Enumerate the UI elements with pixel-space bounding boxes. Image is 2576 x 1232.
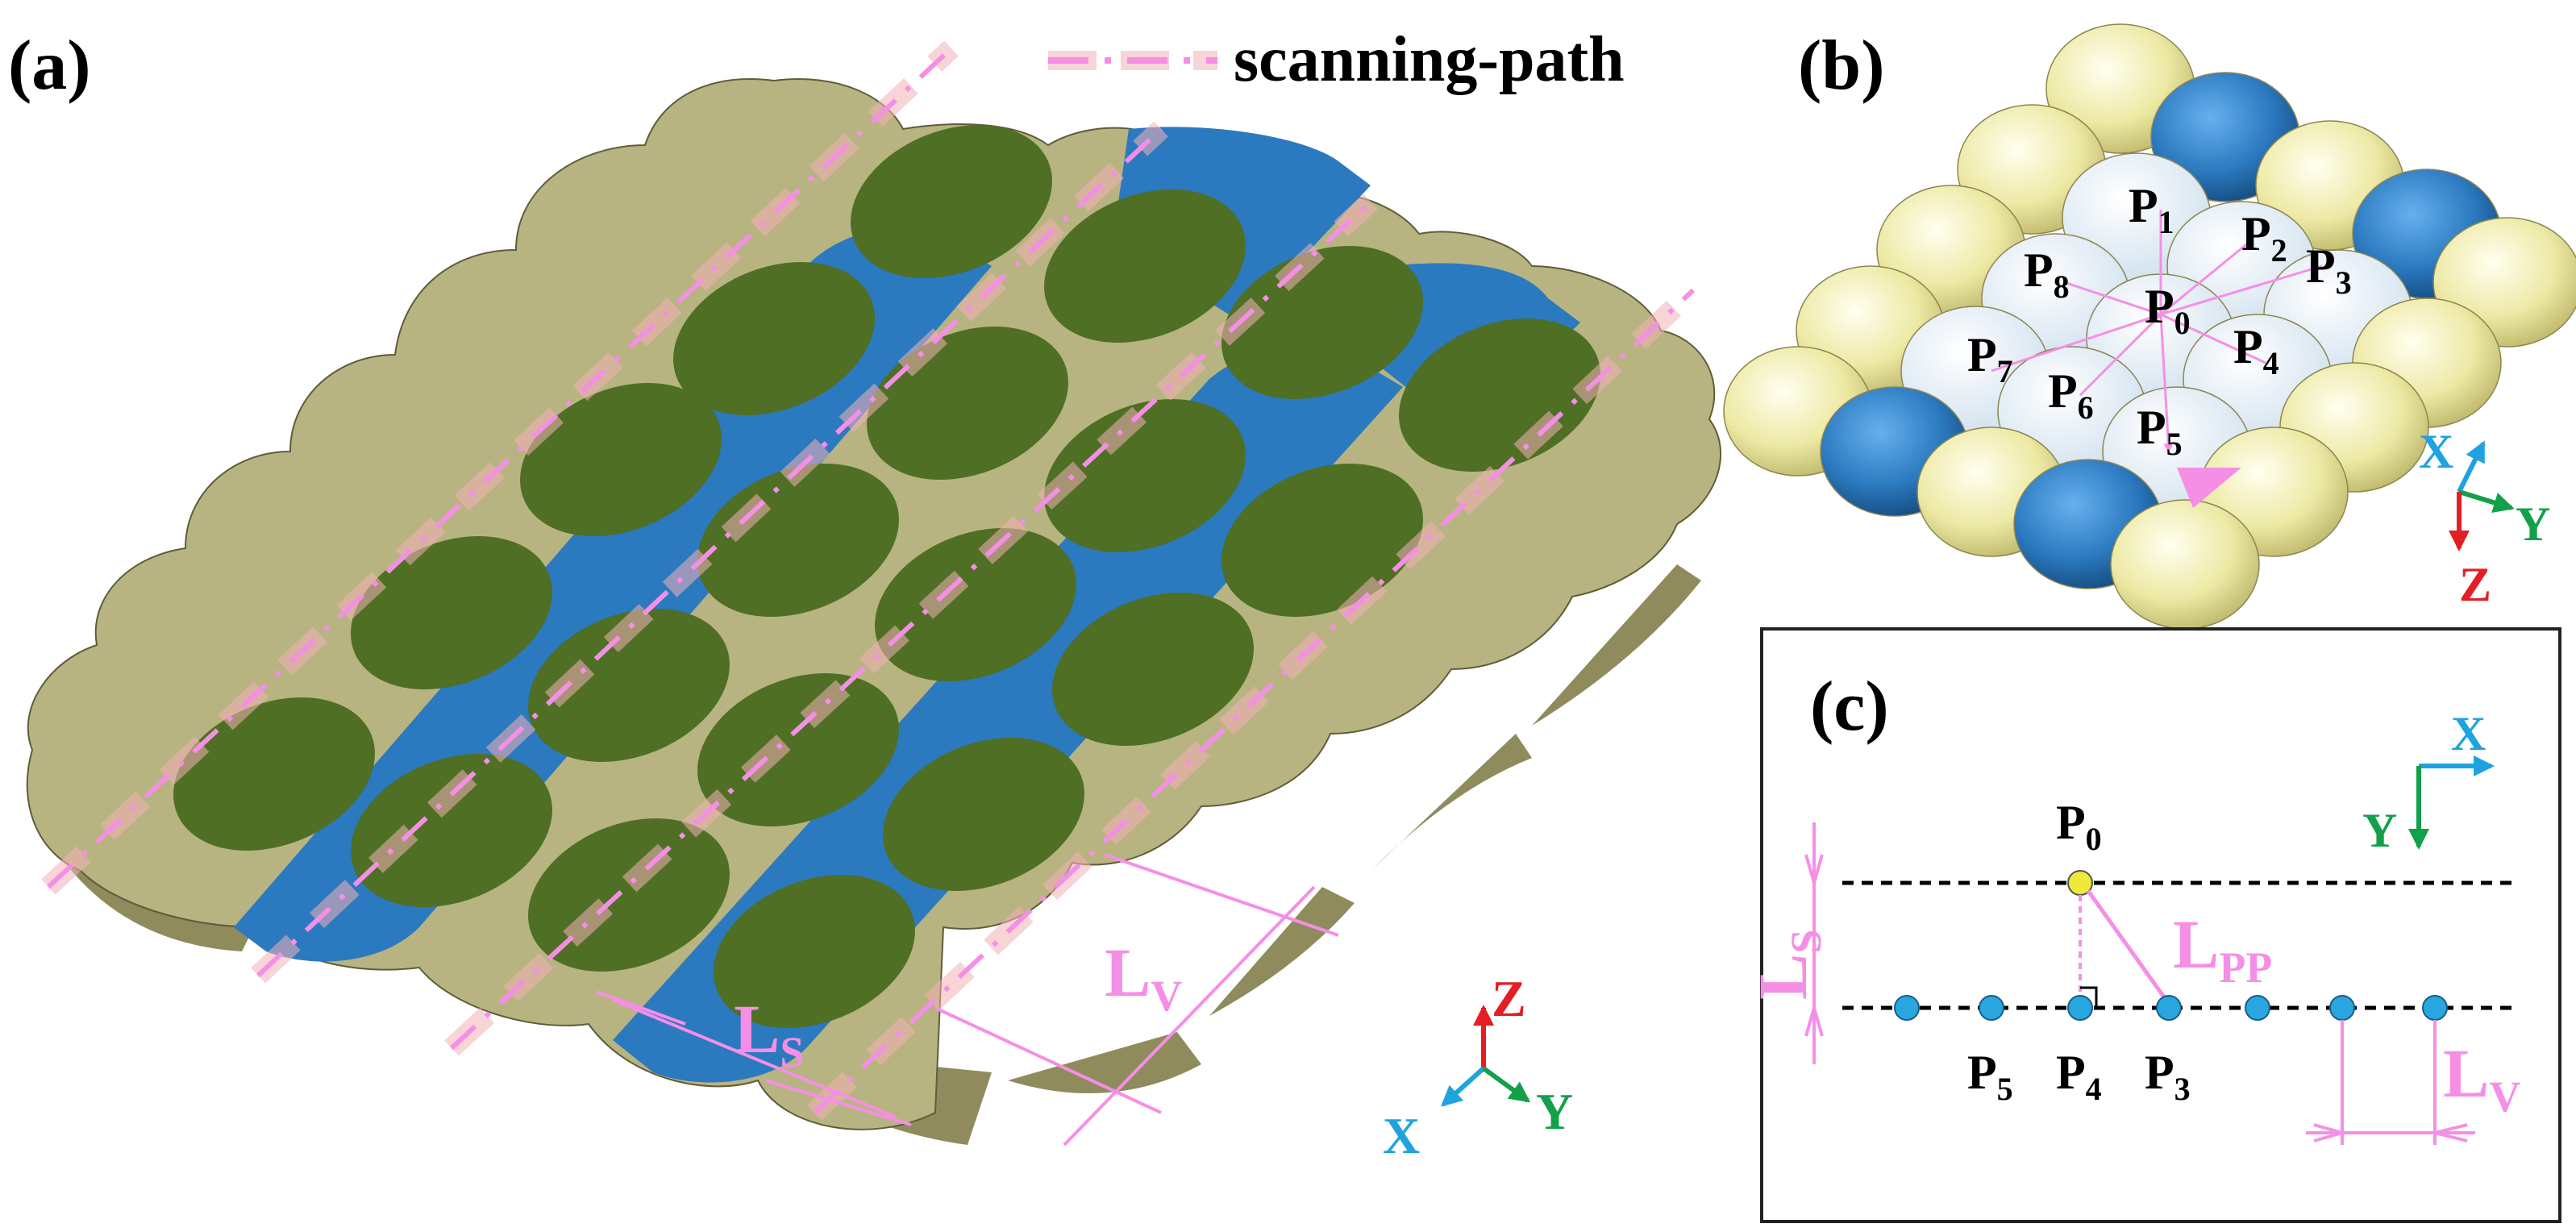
melt-pool: [697, 672, 899, 827]
panel-b-tag: (b): [1798, 27, 1885, 105]
melt-pools: [173, 124, 1600, 1029]
melt-pool: [697, 463, 899, 618]
neighbor-lines: [1991, 210, 2323, 453]
point-label-p6: P6: [2048, 364, 2094, 426]
p0-label: P0: [2056, 796, 2102, 857]
lv-label-c: LV: [2443, 1034, 2520, 1121]
point-label-p3: P3: [2306, 239, 2352, 301]
scan-direction-arrow: [2177, 468, 2241, 508]
point-label-p2: P2: [2241, 207, 2287, 268]
right-angle-mark: [2080, 986, 2098, 1008]
scan-path: [46, 46, 954, 889]
lpp-line: [2086, 889, 2171, 1005]
point: [2245, 995, 2270, 1021]
point-p3: [2156, 995, 2182, 1021]
axis-y-label: Y: [1536, 1083, 1573, 1140]
melt-pool: [1221, 245, 1423, 400]
point: [2329, 995, 2355, 1021]
melt-pool: [351, 753, 552, 908]
p5-label: P5: [1967, 1046, 2013, 1107]
panel-c: (c) LS P0 LPP: [1744, 627, 2561, 1223]
melt-pool: [173, 697, 375, 851]
melt-pool: [351, 535, 552, 690]
dimension-lv-c: [2306, 1020, 2475, 1145]
ls-label: LS: [734, 990, 804, 1076]
melt-pool: [673, 261, 875, 416]
dimension-ls: [596, 990, 912, 1126]
axis-x-label: X: [2451, 707, 2486, 760]
point: [2422, 995, 2448, 1021]
axis-z-label: Z: [1492, 970, 1526, 1027]
melt-pool: [875, 527, 1076, 682]
dome-yellow: [2110, 499, 2260, 630]
scanning-paths: [41, 40, 1700, 1121]
axis-y-label: Y: [2516, 497, 2550, 551]
axis-x-label: X: [2419, 425, 2453, 478]
melt-pool: [883, 737, 1084, 892]
melt-pool: [520, 382, 722, 537]
legend-label: scanning-path: [1234, 24, 1625, 95]
point-p4: [2067, 995, 2093, 1021]
p3-label: P3: [2145, 1046, 2191, 1107]
axes-triad-a: Z X Y: [1383, 970, 1573, 1164]
point-label-p7: P7: [1967, 328, 2013, 389]
melt-pool: [851, 124, 1052, 279]
melt-pool: [1052, 592, 1254, 747]
point-label-p8: P8: [2024, 243, 2070, 305]
scan-path: [449, 199, 1373, 1051]
dimension-lv: [934, 853, 1339, 1147]
panel-a: (a) scanning-path LS LV Z X Y: [8, 24, 1721, 1164]
point-label-p0: P0: [2145, 280, 2191, 341]
axis-z-label: Z: [2459, 558, 2491, 611]
point-label-p4: P4: [2233, 320, 2279, 381]
axes-c: X Y: [2362, 707, 2495, 857]
panel-a-tag: (a): [8, 27, 91, 105]
dimension-ls-c: [1804, 822, 1824, 1064]
axis-y-label: Y: [2362, 804, 2397, 857]
axis-x-label: X: [1383, 1107, 1420, 1164]
dome-array: [1723, 23, 2576, 630]
axes-triad-b: X Y Z: [2419, 425, 2550, 611]
lpp-label: LPP: [2173, 905, 2272, 992]
ls-label-c: LS: [1744, 930, 1830, 1000]
p4-label: P4: [2056, 1046, 2102, 1107]
scan-path: [256, 127, 1163, 978]
melt-pool: [1044, 189, 1246, 343]
melt-pool: [1044, 398, 1246, 553]
melt-pool: [714, 874, 915, 1029]
scan-path: [812, 288, 1696, 1115]
lower-points: [1894, 995, 2448, 1021]
panel-b: (b): [1723, 23, 2576, 630]
melt-pool: [528, 608, 730, 763]
point: [1894, 995, 1920, 1021]
lv-label: LV: [1105, 934, 1182, 1020]
point-p5: [1979, 995, 2004, 1021]
point-label-p5: P5: [2137, 401, 2183, 462]
panel-c-tag: (c): [1810, 668, 1889, 746]
point-label-p1: P1: [2129, 179, 2174, 240]
panel-c-frame: [1760, 627, 2561, 1223]
